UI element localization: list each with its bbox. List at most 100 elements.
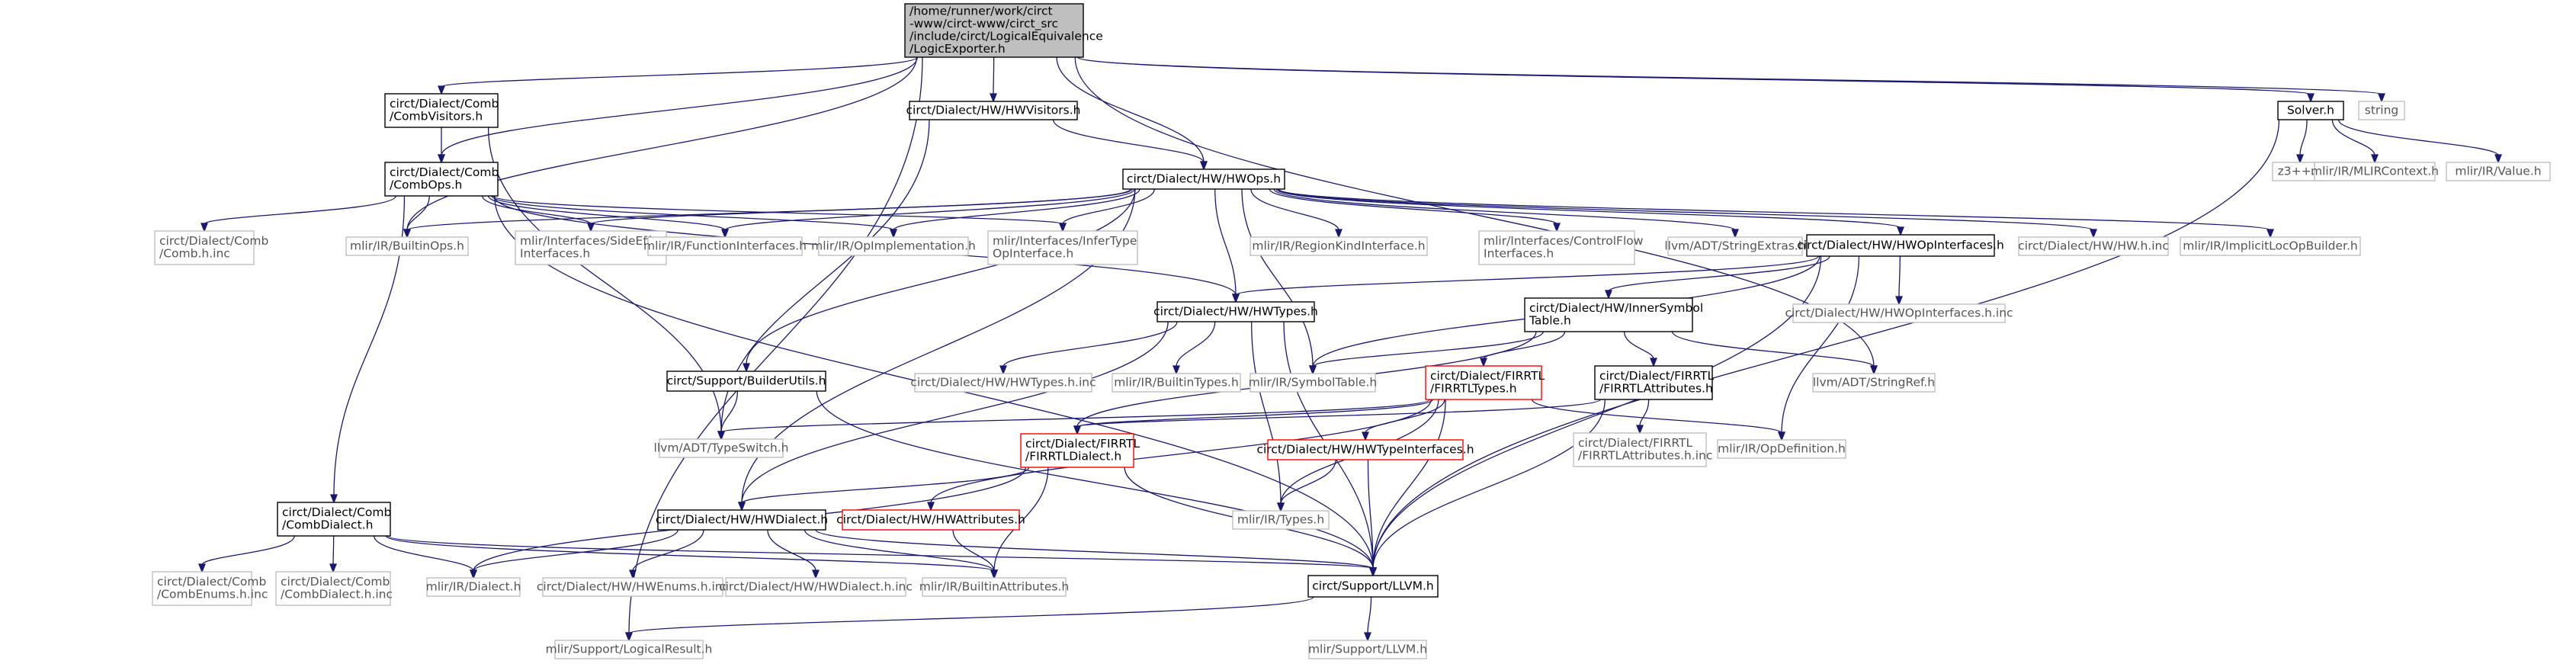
node-label-line: circt/Support/BuilderUtils.h xyxy=(667,374,826,387)
node-box xyxy=(384,93,499,128)
edge-line xyxy=(993,56,995,95)
edge-arrowhead xyxy=(990,569,998,579)
node-combvisitors[interactable]: circt/Dialect/Comb/CombVisitors.h xyxy=(384,93,499,128)
node-hwops[interactable]: circt/Dialect/HW/HWOps.h xyxy=(1122,168,1285,190)
node-hwattrs[interactable]: circt/Dialect/HW/HWAttributes.h xyxy=(836,509,1025,531)
node-box xyxy=(2180,236,2361,256)
node-regionkind[interactable]: mlir/IR/RegionKindInterface.h xyxy=(1250,236,1428,256)
node-box xyxy=(1267,439,1464,460)
node-box xyxy=(515,230,667,265)
node-hwdialectinc[interactable]: circt/Dialect/HW/HWDialect.h.inc xyxy=(719,577,913,597)
node-implicitloc[interactable]: mlir/IR/ImplicitLocOpBuilder.h xyxy=(2180,236,2361,256)
node-types[interactable]: mlir/IR/Types.h xyxy=(1232,510,1330,530)
node-hwenums[interactable]: circt/Dialect/HW/HWEnums.h.inc xyxy=(537,577,729,597)
node-hwopifaces[interactable]: circt/Dialect/HW/HWOpInterfaces.h xyxy=(1797,234,2004,257)
node-opdef[interactable]: mlir/IR/OpDefinition.h xyxy=(1717,439,1846,459)
node-typeswitch[interactable]: llvm/ADT/TypeSwitch.h xyxy=(654,438,789,458)
node-dialect[interactable]: mlir/IR/Dialect.h xyxy=(426,577,521,597)
edge-combops-to-combinc xyxy=(200,195,396,233)
node-box xyxy=(1020,433,1134,468)
node-combinc[interactable]: circt/Dialect/Comb/Comb.h.inc xyxy=(154,230,268,265)
edge-line xyxy=(741,321,1169,504)
edge-line xyxy=(2337,119,2499,156)
node-combdialect[interactable]: circt/Dialect/Comb/CombDialect.h xyxy=(277,502,391,537)
node-box xyxy=(1112,373,1241,393)
edge-line xyxy=(441,56,918,88)
node-symboltable[interactable]: mlir/IR/SymbolTable.h xyxy=(1249,373,1377,393)
edge-llvmsupport-to-mlirllvm xyxy=(1364,596,1372,642)
node-label-line: mlir/IR/MLIRContext.h xyxy=(2311,164,2439,178)
edge-arrowhead xyxy=(1232,294,1240,303)
edge-hwops-to-regionkind xyxy=(1250,188,1343,239)
node-builtinattrs[interactable]: mlir/IR/BuiltinAttributes.h xyxy=(919,577,1069,597)
edge-innersym-to-symboltable xyxy=(1309,331,1544,375)
node-label-line: Solver.h xyxy=(2287,103,2334,117)
edge-line xyxy=(1483,331,1566,360)
edge-solver-to-llvmsupport xyxy=(1369,119,2280,577)
node-mlircontext[interactable]: mlir/IR/MLIRContext.h xyxy=(2311,162,2439,181)
edge-line xyxy=(1053,119,1205,163)
node-llvmsupport[interactable]: circt/Support/LLVM.h xyxy=(1307,575,1439,598)
node-box xyxy=(345,236,469,256)
edge-arrowhead xyxy=(438,154,445,164)
node-hwhinc[interactable]: circt/Dialect/HW/HW.h.inc xyxy=(2018,236,2169,256)
node-label-line: llvm/ADT/StringRef.h xyxy=(1813,375,1935,389)
node-label-line: /CombDialect.h xyxy=(282,518,373,532)
node-hwtypes[interactable]: circt/Dialect/HW/HWTypes.h xyxy=(1153,301,1318,322)
edge-line xyxy=(1898,255,1901,298)
edge-line xyxy=(1277,188,2094,231)
edge-line xyxy=(1781,255,1860,434)
edge-hwops-to-stringextras xyxy=(1273,188,1739,239)
node-combops[interactable]: circt/Dialect/Comb/CombOps.h xyxy=(384,162,499,197)
node-logicalresult[interactable]: mlir/Support/LogicalResult.h xyxy=(546,640,713,659)
node-firrtlattrsinc[interactable]: circt/Dialect/FIRRTL/FIRRTLAttributes.h.… xyxy=(1573,432,1712,467)
node-firrtldialect[interactable]: circt/Dialect/FIRRTL/FIRRTLDialect.h xyxy=(1020,433,1140,468)
node-box xyxy=(666,370,826,392)
node-label-line: circt/Dialect/HW/HWEnums.h.inc xyxy=(537,579,729,593)
node-builtintypes[interactable]: mlir/IR/BuiltinTypes.h xyxy=(1112,373,1241,393)
node-root[interactable]: /home/runner/work/circt-www/circt-www/ci… xyxy=(904,3,1103,58)
node-solver[interactable]: Solver.h xyxy=(2277,101,2344,120)
node-label-line: Interfaces.h xyxy=(1484,247,1554,261)
node-stringref[interactable]: llvm/ADT/StringRef.h xyxy=(1812,373,1936,393)
node-combdialectinc[interactable]: circt/Dialect/Comb/CombDialect.h.inc xyxy=(275,571,393,606)
edge-firrtlattrs-to-firrtldialect xyxy=(1073,399,1601,435)
edge-hwops-to-hwhinc xyxy=(1277,188,2097,239)
edge-hwdialect-to-hwdialectinc xyxy=(767,529,820,579)
edge-hwops-to-controlflow xyxy=(1269,188,1561,233)
node-label-line: Interfaces.h xyxy=(520,247,590,261)
node-firrtlattrs[interactable]: circt/Dialect/FIRRTL/FIRRTLAttributes.h xyxy=(1594,365,1714,400)
edge-arrowhead xyxy=(1200,161,1208,171)
edge-arrowhead xyxy=(1480,358,1487,367)
node-hwtypesinc[interactable]: circt/Dialect/HW/HWTypes.h.inc xyxy=(910,373,1096,393)
node-string[interactable]: string xyxy=(2358,101,2405,120)
edge-line xyxy=(632,529,704,572)
node-combenums[interactable]: circt/Dialect/Comb/CombEnums.h.inc xyxy=(152,571,268,606)
node-box xyxy=(1250,373,1376,393)
node-opimpl[interactable]: mlir/IR/OpImplementation.h xyxy=(811,236,976,256)
edge-hwops-to-symboltable xyxy=(1241,188,1317,375)
edge-arrowhead xyxy=(1309,365,1317,375)
node-builderutils[interactable]: circt/Support/BuilderUtils.h xyxy=(666,370,826,392)
node-label-line: circt/Dialect/Comb xyxy=(390,97,499,111)
edge-hwopifaces-to-innersym xyxy=(1605,255,1830,300)
edge-line xyxy=(491,195,894,231)
node-hwvisitors[interactable]: circt/Dialect/HW/HWVisitors.h xyxy=(906,101,1081,120)
node-label-line: circt/Dialect/Comb xyxy=(282,505,391,519)
node-stringextras[interactable]: llvm/ADT/StringExtras.h xyxy=(1664,236,1806,256)
node-label-line: z3++.h xyxy=(2278,164,2323,178)
node-hwopifacesinc[interactable]: circt/Dialect/HW/HWOpInterfaces.h.inc xyxy=(1785,303,2013,323)
node-builtinops[interactable]: mlir/IR/BuiltinOps.h xyxy=(345,236,469,256)
node-hwtypeifaces[interactable]: circt/Dialect/HW/HWTypeInterfaces.h xyxy=(1256,439,1474,460)
node-firrtltypes[interactable]: circt/Dialect/FIRRTL/FIRRTLTypes.h xyxy=(1425,365,1545,400)
node-funciface[interactable]: mlir/IR/FunctionInterfaces.h xyxy=(643,236,807,256)
node-mlirllvm[interactable]: mlir/Support/LLVM.h xyxy=(1308,640,1427,659)
node-label-line: mlir/IR/Dialect.h xyxy=(426,579,521,593)
node-value[interactable]: mlir/IR/Value.h xyxy=(2446,162,2551,181)
node-hwdialect[interactable]: circt/Dialect/HW/HWDialect.h xyxy=(656,509,828,531)
edge-root-to-solver xyxy=(1076,56,2315,103)
